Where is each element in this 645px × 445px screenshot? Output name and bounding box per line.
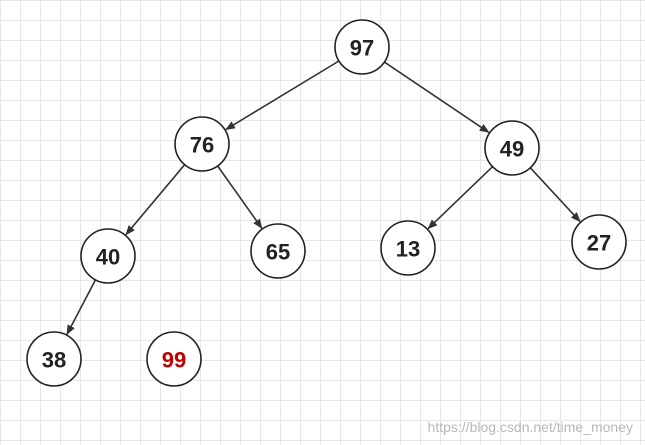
watermark-text: https://blog.csdn.net/time_money	[427, 419, 633, 435]
node-circle	[334, 19, 390, 75]
node-circle	[174, 116, 230, 172]
node-label: 13	[396, 237, 420, 262]
edge-97-to-49	[383, 61, 490, 134]
node-label: 49	[500, 137, 524, 162]
edge-76-to-65	[216, 165, 263, 229]
tree-node-13: 13	[380, 220, 436, 276]
tree-node-38: 38	[26, 331, 82, 387]
node-circle	[571, 214, 627, 270]
tree-node-97: 97	[334, 19, 390, 75]
edge-49-to-13	[427, 166, 494, 230]
node-circle	[26, 331, 82, 387]
edge-49-to-27	[529, 167, 581, 223]
node-label: 99	[162, 348, 186, 373]
tree-node-99: 99	[146, 331, 202, 387]
node-circle	[250, 223, 306, 279]
tree-node-49: 49	[484, 120, 540, 176]
tree-node-27: 27	[571, 214, 627, 270]
node-circle	[80, 228, 136, 284]
tree-node-40: 40	[80, 228, 136, 284]
edge-40-to-38	[66, 279, 97, 336]
node-circle	[380, 220, 436, 276]
edges-layer	[66, 60, 581, 336]
node-label: 65	[266, 240, 290, 265]
node-circle	[484, 120, 540, 176]
node-label: 76	[190, 133, 214, 158]
node-label: 38	[42, 348, 66, 373]
node-label: 27	[587, 231, 611, 256]
edge-97-to-76	[225, 60, 340, 131]
tree-node-76: 76	[174, 116, 230, 172]
nodes-layer: 97 76 49 40 65 13 27 38 99	[26, 19, 627, 387]
node-circle	[146, 331, 202, 387]
edge-76-to-40	[125, 164, 186, 236]
node-label: 40	[96, 245, 120, 270]
node-label: 97	[350, 36, 374, 61]
tree-node-65: 65	[250, 223, 306, 279]
